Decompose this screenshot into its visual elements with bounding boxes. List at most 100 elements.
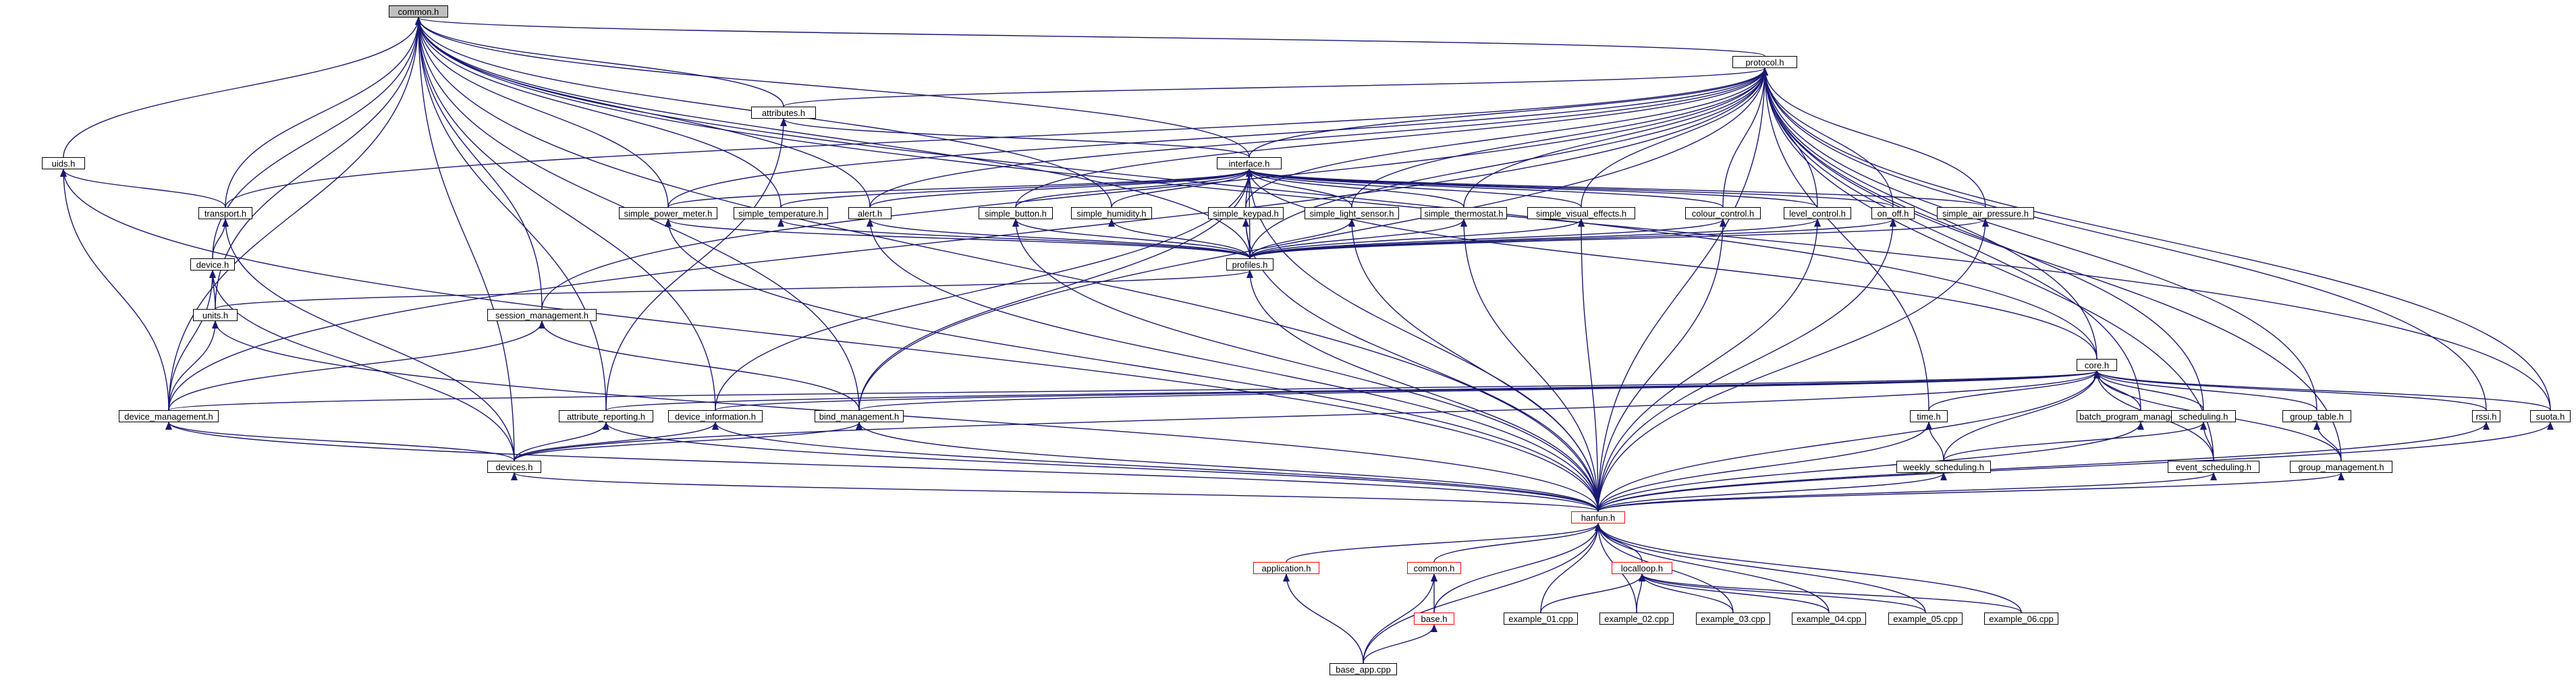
edge-simple_power_meter_h-to-interface_h xyxy=(667,169,1253,208)
edge-simple_keypad_h-to-protocol_h xyxy=(1245,67,1768,208)
edge-example_03_cpp-to-localloop_h xyxy=(1639,573,1734,613)
edge-simple_thermostat_h-to-interface_h xyxy=(1246,169,1464,208)
node-base-app-cpp[interactable]: base_app.cpp xyxy=(1330,663,1397,675)
edge-device_management_h-to-core_h xyxy=(168,370,2100,411)
edge-level_control_h-to-interface_h xyxy=(1246,169,1818,208)
node-interface-h[interactable]: interface.h xyxy=(1217,157,1282,169)
edge-hanfun_h-to-simple_power_meter_h xyxy=(665,219,1599,512)
edge-transport_h-to-uids_h xyxy=(60,169,226,208)
edge-profiles_h-to-simple_air_pressure_h xyxy=(1249,219,1989,259)
edge-hanfun_h-to-simple_air_pressure_h xyxy=(1597,219,1989,512)
edge-batch_program_management_h-to-protocol_h xyxy=(1761,67,2141,411)
edge-base_app_cpp-to-application_h xyxy=(1283,573,1364,664)
node-on-off-h[interactable]: on_off.h xyxy=(1871,207,1915,219)
edge-uids_h-to-common_h xyxy=(63,17,422,158)
edge-devices_h-to-device_h xyxy=(209,270,515,461)
node-hanfun-h[interactable]: hanfun.h xyxy=(1571,511,1625,523)
edge-hanfun_h-to-bind_management_h xyxy=(856,422,1599,512)
edge-example_06_cpp-to-hanfun_h xyxy=(1595,523,2022,613)
edge-suota_h-to-protocol_h xyxy=(1761,67,2551,411)
edge-example_01_cpp-to-hanfun_h xyxy=(1540,523,1601,613)
edge-simple_visual_effects_h-to-interface_h xyxy=(1246,169,1582,208)
node-protocol-h[interactable]: protocol.h xyxy=(1732,56,1797,68)
node-base-h[interactable]: base.h xyxy=(1414,613,1454,625)
edge-hanfun_h-to-colour_control_h xyxy=(1597,219,1726,512)
edge-units_h-to-common_h xyxy=(215,17,422,310)
edge-attribute_reporting_h-to-common_h xyxy=(415,17,607,411)
node-time-h[interactable]: time.h xyxy=(1910,410,1948,422)
edge-profiles_h-to-protocol_h xyxy=(1249,67,1768,259)
node-example-03-cpp[interactable]: example_03.cpp xyxy=(1696,613,1770,625)
node-device-h[interactable]: device.h xyxy=(190,258,235,271)
edge-suota_h-to-core_h xyxy=(2093,370,2551,411)
edge-on_off_h-to-protocol_h xyxy=(1761,67,1894,208)
node-localloop-h[interactable]: localloop.h xyxy=(1612,562,1672,574)
node-common-h[interactable]: common.h xyxy=(389,5,448,18)
node-simple-thermostat-h[interactable]: simple_thermostat.h xyxy=(1421,207,1507,219)
node-simple-humidity-h[interactable]: simple_humidity.h xyxy=(1071,207,1152,219)
node-transport-h[interactable]: transport.h xyxy=(198,207,252,219)
edge-attributes_h-to-common_h xyxy=(415,17,784,107)
node-simple-temperature-h[interactable]: simple_temperature.h xyxy=(734,207,828,219)
edge-profiles_h-to-simple_thermostat_h xyxy=(1249,219,1467,259)
edge-hanfun_h-to-attribute_reporting_h xyxy=(603,422,1599,512)
edge-hanfun_h-to-common_h xyxy=(415,17,1599,512)
node-example-04-cpp[interactable]: example_04.cpp xyxy=(1792,613,1866,625)
node-group-table-h[interactable]: group_table.h xyxy=(2282,410,2351,422)
node-example-06-cpp[interactable]: example_06.cpp xyxy=(1984,613,2058,625)
node-weekly-scheduling-h[interactable]: weekly_scheduling.h xyxy=(1896,461,1991,473)
edge-hanfun_h-to-core_h xyxy=(1597,370,2100,512)
edge-base_app_cpp-to-base_h xyxy=(1363,624,1437,664)
node-simple-keypad-h[interactable]: simple_keypad.h xyxy=(1208,207,1284,219)
edge-simple_light_sensor_h-to-interface_h xyxy=(1246,169,1352,208)
edge-profiles_h-to-simple_power_meter_h xyxy=(665,219,1251,259)
node-colour-control-h[interactable]: colour_control.h xyxy=(1685,207,1761,219)
node-example-01-cpp[interactable]: example_01.cpp xyxy=(1504,613,1578,625)
node-simple-power-meter-h[interactable]: simple_power_meter.h xyxy=(619,207,717,219)
edge-example_05_cpp-to-hanfun_h xyxy=(1595,523,1926,613)
node-simple-visual-effects-h[interactable]: simple_visual_effects.h xyxy=(1527,207,1635,219)
edge-group_management_h-to-group_table_h xyxy=(2313,422,2342,461)
node-profiles-h[interactable]: profiles.h xyxy=(1226,258,1273,271)
node-level-control-h[interactable]: level_control.h xyxy=(1784,207,1851,219)
node-suota-h[interactable]: suota.h xyxy=(2530,410,2571,422)
edge-localloop_h-to-hanfun_h xyxy=(1595,523,1643,563)
node-simple-air-pressure-h[interactable]: simple_air_pressure.h xyxy=(1937,207,2034,219)
edge-hanfun_h-to-rssi_h xyxy=(1597,422,2490,512)
edge-hanfun_h-to-on_off_h xyxy=(1597,219,1896,512)
node-units-h[interactable]: units.h xyxy=(193,309,238,321)
edge-devices_h-to-attribute_reporting_h xyxy=(514,422,609,461)
edge-devices_h-to-common_h xyxy=(415,17,515,461)
edge-simple_button_h-to-interface_h xyxy=(1015,169,1253,208)
node-core-h[interactable]: core.h xyxy=(2077,359,2117,371)
edge-base_app_cpp-to-hanfun_h xyxy=(1363,523,1601,664)
node-event-scheduling-h[interactable]: event_scheduling.h xyxy=(2168,461,2259,473)
node-group-management-h[interactable]: group_management.h xyxy=(2290,461,2392,473)
node-rssi-h[interactable]: rssi.h xyxy=(2472,410,2500,422)
edge-interface_h-to-attributes_h xyxy=(780,118,1250,158)
node-common-h-2[interactable]: common.h xyxy=(1407,562,1461,574)
edge-hanfun_h-to-profiles_h xyxy=(1246,270,1599,512)
node-alert-h[interactable]: alert.h xyxy=(848,207,892,219)
node-uids-h[interactable]: uids.h xyxy=(42,157,85,169)
edge-device_management_h-to-uids_h xyxy=(60,169,169,411)
node-attribute-reporting-h[interactable]: attribute_reporting.h xyxy=(559,410,653,422)
edge-devices_h-to-bind_management_h xyxy=(514,422,862,461)
node-example-02-cpp[interactable]: example_02.cpp xyxy=(1599,613,1674,625)
node-device-information-h[interactable]: device_information.h xyxy=(668,410,763,422)
node-scheduling-h[interactable]: scheduling.h xyxy=(2171,410,2236,422)
node-devices-h[interactable]: devices.h xyxy=(487,461,541,473)
edge-alert_h-to-interface_h xyxy=(869,169,1253,208)
node-attributes-h[interactable]: attributes.h xyxy=(751,107,816,119)
node-session-management-h[interactable]: session_management.h xyxy=(487,309,597,321)
node-device-management-h[interactable]: device_management.h xyxy=(119,410,219,422)
node-example-05-cpp[interactable]: example_05.cpp xyxy=(1888,613,1963,625)
edge-hanfun_h-to-devices_h xyxy=(511,472,1599,512)
edge-simple_temperature_h-to-interface_h xyxy=(780,169,1253,208)
edge-profiles_h-to-simple_visual_effects_h xyxy=(1249,219,1585,259)
node-bind-management-h[interactable]: bind_management.h xyxy=(815,410,904,422)
node-simple-button-h[interactable]: simple_button.h xyxy=(979,207,1053,219)
node-simple-light-sensor-h[interactable]: simple_light_sensor.h xyxy=(1305,207,1399,219)
node-application-h[interactable]: application.h xyxy=(1253,562,1319,574)
